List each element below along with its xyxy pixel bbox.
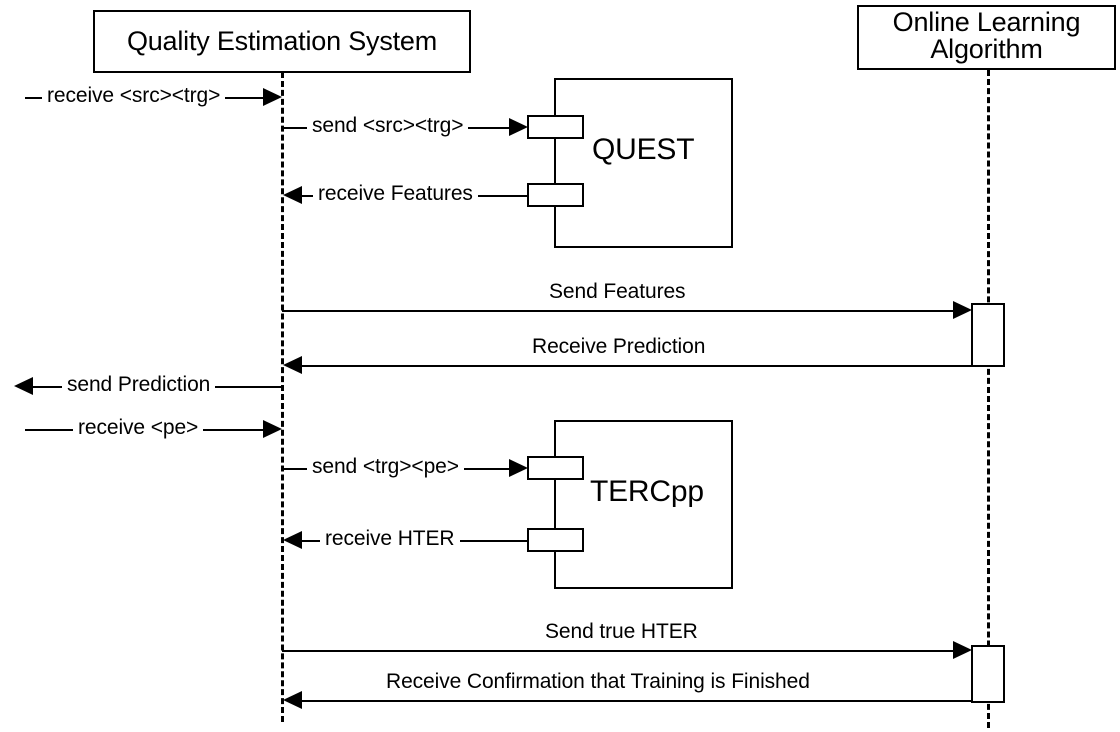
component-box-quest — [554, 78, 733, 248]
message-label: send <src><trg> — [307, 114, 469, 138]
lifeline-quality-estimation-system — [281, 72, 284, 722]
message-label: Receive Confirmation that Training is Fi… — [378, 670, 818, 694]
participant-box-quality-estimation-system: Quality Estimation System — [93, 10, 471, 73]
component-label-tercpp: TERCpp — [590, 475, 704, 508]
participant-label-online-learning-algorithm-line1: Online Learning — [892, 6, 1081, 37]
message-label: Send Features — [541, 280, 694, 304]
arrowhead-left-icon — [283, 531, 302, 549]
arrowhead-left-icon — [283, 356, 302, 374]
arrowhead-left-icon — [283, 186, 302, 204]
message-label: receive HTER — [320, 527, 460, 551]
activation-bar-quest-return — [527, 183, 584, 207]
activation-bar-tercpp-receive — [527, 456, 584, 480]
arrowhead-right-icon — [509, 118, 528, 136]
message-label: Send true HTER — [537, 620, 706, 644]
activation-bar-tercpp-return — [527, 528, 584, 552]
message-label: Receive Prediction — [524, 335, 714, 359]
participant-box-online-learning-algorithm: Online Learning Algorithm — [857, 5, 1116, 70]
component-box-tercpp — [554, 420, 733, 589]
arrowhead-right-icon — [263, 420, 282, 438]
message-line — [282, 310, 953, 312]
component-label-quest: QUEST — [592, 133, 695, 166]
activation-bar-ola-prediction — [971, 303, 1005, 367]
arrowhead-right-icon — [953, 641, 972, 659]
message-label: receive Features — [313, 182, 478, 206]
arrowhead-right-icon — [953, 301, 972, 319]
arrowhead-right-icon — [263, 88, 282, 106]
arrowhead-left-icon — [14, 377, 33, 395]
message-label: receive <src><trg> — [42, 84, 226, 108]
participant-label-online-learning-algorithm-line2: Algorithm — [930, 33, 1043, 64]
message-line — [301, 365, 971, 367]
message-line — [301, 700, 971, 702]
arrowhead-right-icon — [509, 459, 528, 477]
message-label: send <trg><pe> — [307, 455, 464, 479]
participant-label-quality-estimation-system: Quality Estimation System — [126, 25, 438, 56]
message-label: receive <pe> — [73, 416, 204, 440]
message-line — [282, 650, 953, 652]
activation-bar-ola-training — [971, 645, 1005, 703]
activation-bar-quest-receive — [527, 115, 584, 139]
message-label: send Prediction — [62, 373, 216, 397]
lifeline-online-learning-algorithm — [987, 70, 990, 728]
arrowhead-left-icon — [283, 691, 302, 709]
